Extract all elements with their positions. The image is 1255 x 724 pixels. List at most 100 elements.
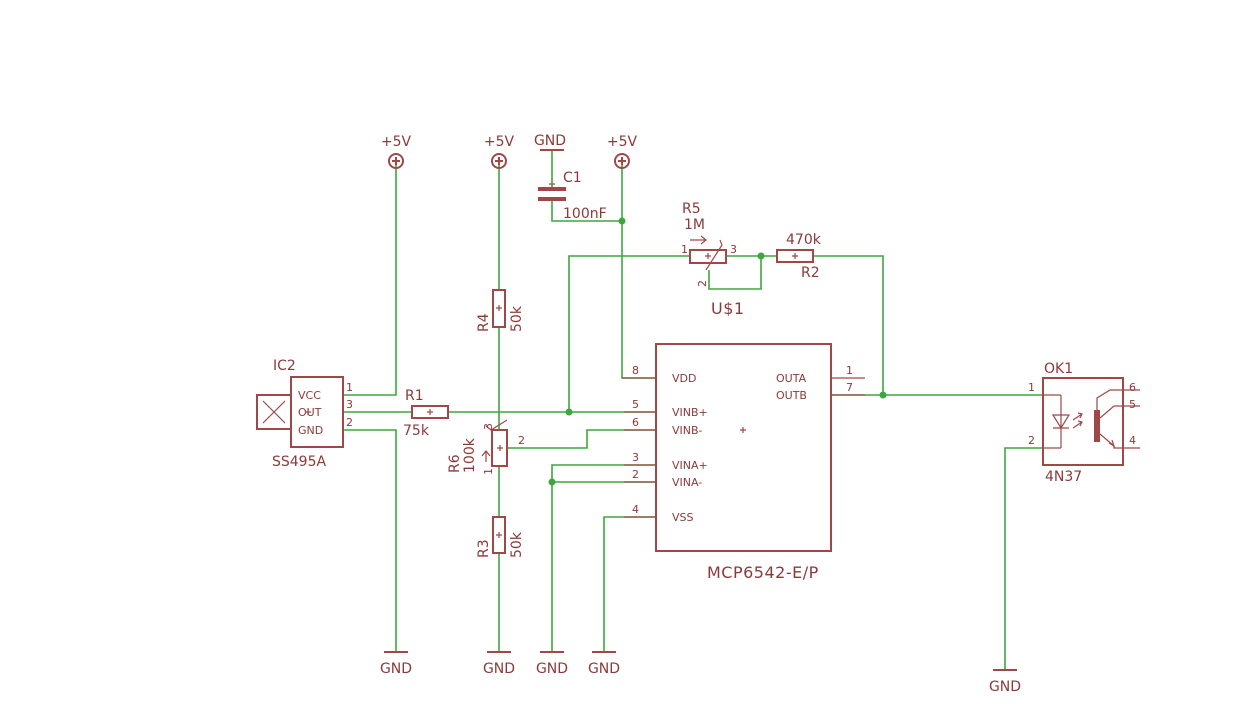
resistor-r2[interactable]: 470k R2 xyxy=(776,232,822,281)
wire-c1-5v xyxy=(551,201,622,222)
supply-label: GND xyxy=(380,661,412,677)
u-pin-vinap: VINA+ xyxy=(672,459,708,472)
u-pin-num: 8 xyxy=(632,364,639,377)
trimmer-r6[interactable]: 3 1 2 R6 100k xyxy=(447,419,525,475)
ic2-pin-num: 2 xyxy=(346,416,353,429)
supply-label: GND xyxy=(534,133,566,149)
r1-name: R1 xyxy=(405,388,424,404)
c1-value: 100nF xyxy=(563,206,607,222)
r3-name: R3 xyxy=(476,539,492,558)
ground-vss: GND xyxy=(588,651,620,677)
supply-label: +5V xyxy=(484,134,515,150)
wire-vss-gnd xyxy=(603,516,656,652)
ic2-pin-num: 3 xyxy=(346,398,353,411)
u-pin-num: 3 xyxy=(632,451,639,464)
supply-label: +5V xyxy=(607,134,638,150)
u-pin-vinbp: VINB+ xyxy=(672,406,708,419)
r5-name: R5 xyxy=(682,201,701,217)
r6-pin-num: 3 xyxy=(482,423,495,430)
u-pin-outa: OUTA xyxy=(776,372,807,385)
r6-value: 100k xyxy=(462,437,478,473)
r1-value: 75k xyxy=(403,423,430,439)
optocoupler-ok1[interactable]: OK1 1 2 6 5 4 4N37 xyxy=(1028,361,1140,485)
ok1-pin-num: 6 xyxy=(1129,381,1136,394)
r5-pin-num: 1 xyxy=(681,243,688,256)
resistor-r3[interactable]: R3 50k xyxy=(476,516,525,558)
junction-dot xyxy=(757,252,765,260)
supply-5v-1: +5V xyxy=(381,134,412,169)
wire-r2-outb xyxy=(813,255,884,395)
junctions xyxy=(548,217,887,486)
ok1-base-bar xyxy=(1094,410,1100,442)
wire-ok1-gnd xyxy=(1004,447,1043,670)
u-pin-vinbm: VINB- xyxy=(672,424,703,437)
junction-dot xyxy=(565,408,573,416)
r6-pin-num: 1 xyxy=(482,468,495,475)
wire-r5-wiper xyxy=(708,256,762,290)
r4-name: R4 xyxy=(476,313,492,332)
r6-pin-num: 2 xyxy=(518,434,525,447)
r5-value: 1M xyxy=(684,217,705,233)
r5-pin-num: 3 xyxy=(730,243,737,256)
junction-dot xyxy=(618,217,626,225)
r5-group-label: U$1 xyxy=(711,299,745,318)
r5-pin-num: 2 xyxy=(696,280,709,287)
u-pin-outb: OUTB xyxy=(776,389,807,402)
ic2-name: IC2 xyxy=(273,358,296,374)
ground-vina: GND xyxy=(536,651,568,677)
ok1-name: OK1 xyxy=(1044,361,1073,377)
r2-value: 470k xyxy=(786,232,822,248)
r4-value: 50k xyxy=(509,305,525,332)
ok1-pin-num: 4 xyxy=(1129,434,1136,447)
u-pin-num: 1 xyxy=(846,364,853,377)
supply-label: GND xyxy=(536,661,568,677)
ok1-value: 4N37 xyxy=(1045,469,1082,485)
ic2-value: SS495A xyxy=(272,454,326,470)
supply-label: GND xyxy=(588,661,620,677)
r6-name: R6 xyxy=(447,454,463,473)
trimmer-r5[interactable]: R5 1M 1 3 2 U$1 xyxy=(681,201,745,318)
supply-5v-2: +5V xyxy=(484,134,515,169)
junction-dot xyxy=(548,478,556,486)
wire-5v-vdd xyxy=(621,165,656,379)
u-pin-num: 2 xyxy=(632,468,639,481)
ok1-pin-num: 1 xyxy=(1028,381,1035,394)
wire-vinbp-r5 xyxy=(568,255,690,412)
u-pin-vinam: VINA- xyxy=(672,476,702,489)
supply-gnd-c1: GND xyxy=(534,133,566,151)
ic2-pin-vcc: VCC xyxy=(298,389,321,402)
ground-ok1: GND xyxy=(989,669,1021,695)
r2-name: R2 xyxy=(801,265,820,281)
resistor-r4[interactable]: R4 50k xyxy=(476,289,525,332)
wire-ic2-gnd xyxy=(343,429,397,652)
u-pin-vdd: VDD xyxy=(672,372,696,385)
wire-r6-vinbm xyxy=(507,429,656,449)
supply-5v-3: +5V xyxy=(607,134,638,169)
u-name: MCP6542-E/P xyxy=(707,563,819,582)
ok1-pin-num: 5 xyxy=(1129,398,1136,411)
supply-label: GND xyxy=(483,661,515,677)
c1-name: C1 xyxy=(563,170,582,186)
junction-dot xyxy=(879,391,887,399)
u-pin-num: 5 xyxy=(632,398,639,411)
ground-r3: GND xyxy=(483,651,515,677)
resistor-r1[interactable]: R1 75k xyxy=(403,388,449,439)
c1-plate xyxy=(538,197,566,201)
supply-label: GND xyxy=(989,679,1021,695)
u-pin-num: 4 xyxy=(632,503,639,516)
u-pin-num: 7 xyxy=(846,381,853,394)
opamp-mcp6542[interactable]: 8 5 6 3 2 4 1 7 VDD VINB+ VINB- VINA+ VI… xyxy=(622,343,865,582)
c1-plate xyxy=(538,187,566,191)
supply-label: +5V xyxy=(381,134,412,150)
wire-ic2-vcc xyxy=(343,165,397,396)
ic2-hall-sensor[interactable]: IC2 VCC OUT GND 1 3 2 SS495A xyxy=(256,358,353,470)
capacitor-c1[interactable]: C1 100nF xyxy=(538,170,607,222)
r3-value: 50k xyxy=(509,531,525,558)
u-pin-num: 6 xyxy=(632,416,639,429)
u-pin-vss: VSS xyxy=(672,511,694,524)
ic2-pin-num: 1 xyxy=(346,381,353,394)
wire-vinap-gnd xyxy=(551,464,656,652)
ok1-pin-num: 2 xyxy=(1028,434,1035,447)
ic2-pin-gnd: GND xyxy=(298,424,323,437)
